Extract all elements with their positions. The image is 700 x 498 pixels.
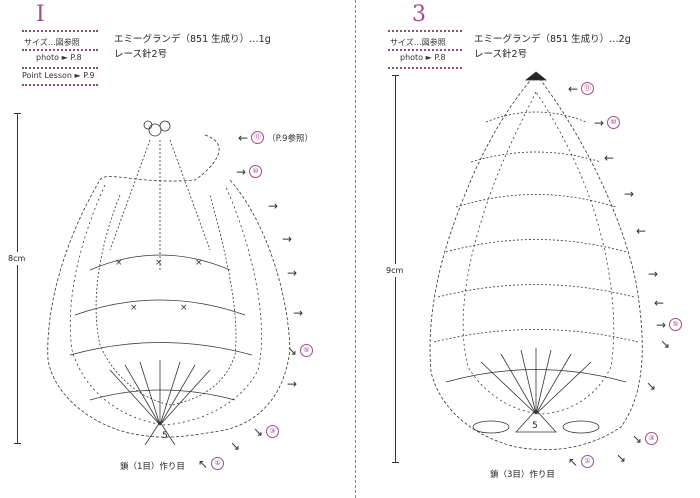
row-number: ①	[211, 457, 225, 470]
arrow-left-icon: ←	[238, 130, 249, 145]
crochet-chart-left: × × × × × 5	[47, 120, 291, 446]
row-note: （P.9参照）	[267, 133, 313, 144]
row-number: ⑤	[300, 344, 314, 357]
row-number: ⑤	[669, 318, 683, 331]
dimension-cap	[392, 462, 399, 463]
arrow-right-icon: ↘	[230, 439, 241, 453]
pattern-panel-left: I サイズ…図参照 photo ► P.8 Point Lesson ► P.9…	[8, 2, 314, 472]
hook-line: レース針2号	[114, 49, 168, 60]
row-marker-11: ← ⑪	[568, 81, 595, 96]
pattern-number: I	[36, 2, 45, 27]
arrow-right-icon: →	[624, 187, 635, 201]
arrow-up-icon: ↖	[198, 456, 209, 471]
row-number: ⑪	[581, 82, 595, 95]
arrow-left-icon: ←	[604, 151, 615, 165]
dotted-rule	[388, 49, 462, 51]
row-number: ③	[645, 432, 659, 445]
start-label: 鎖（3目）作り目	[490, 470, 555, 480]
row-marker-11: ← ⑪ （P.9参照）	[238, 131, 313, 144]
dotted-rule	[22, 84, 98, 86]
arrow-left-icon: ←	[568, 81, 579, 96]
row-marker-10: → ⑩	[594, 115, 621, 130]
row-number: ⑩	[249, 165, 263, 178]
pointer-arrow-icon: ►	[425, 53, 432, 62]
arrow-left-icon: ←	[636, 224, 647, 238]
arrow-right-icon: →	[282, 232, 293, 246]
photo-page: P.8	[70, 53, 82, 62]
arrow-down-right-icon: ↘	[287, 343, 298, 358]
dimension-cap	[14, 443, 21, 444]
row-marker-1: ↖ ①	[568, 454, 595, 469]
svg-text:×: ×	[155, 258, 163, 268]
dotted-rule	[388, 30, 462, 32]
svg-text:×: ×	[130, 303, 138, 313]
pattern-panel-right: 3 サイズ…図参照 photo ► P.8 エミーグランデ（851 生成り）…2…	[356, 0, 700, 498]
center-count: 5	[162, 431, 168, 441]
dotted-rule	[22, 67, 98, 69]
yarn-line: エミーグランデ（851 生成り）…1g	[114, 34, 271, 45]
svg-text:×: ×	[180, 303, 188, 313]
row-number: ①	[581, 455, 595, 468]
size-label: サイズ…図参照	[24, 38, 80, 47]
size-label: サイズ…図参照	[390, 38, 446, 47]
arrow-down-right-icon: ↘	[660, 337, 671, 351]
dimension-line	[17, 113, 18, 443]
photo-label: photo	[36, 53, 60, 62]
photo-ref: photo ► P.8	[400, 53, 446, 62]
row-marker-1: ↖ ①	[198, 456, 225, 471]
arrow-right-icon: →	[287, 377, 298, 391]
row-marker-3: ↘ ③	[632, 431, 659, 446]
photo-label: photo	[400, 53, 424, 62]
dotted-rule	[388, 67, 462, 69]
center-count: 5	[532, 421, 538, 431]
arrow-down-right-icon: ↘	[646, 379, 657, 393]
row-marker-5: → ⑤	[656, 317, 683, 332]
yarn-line: エミーグランデ（851 生成り）…2g	[474, 34, 631, 45]
row-number: ⑪	[251, 131, 265, 144]
pattern-number: 3	[412, 2, 426, 27]
page-divider	[355, 0, 356, 498]
arrow-up-icon: ↖	[568, 454, 579, 469]
arrow-down-right-icon: ↘	[253, 424, 264, 439]
arrow-down-right-icon: ↘	[632, 431, 643, 446]
row-number: ③	[266, 425, 280, 438]
arrow-right-icon: →	[656, 317, 667, 332]
start-label: 鎖（1目）作り目	[120, 462, 185, 472]
crochet-chart-right: 5	[429, 71, 643, 451]
arrow-right-icon: →	[287, 266, 298, 280]
pointer-arrow-icon: ►	[74, 71, 81, 80]
hook-line: レース針2号	[474, 49, 528, 60]
row-marker-5: ↘ ⑤	[287, 343, 314, 358]
photo-page: P.8	[434, 53, 446, 62]
arrow-right-icon: ↘	[616, 451, 627, 465]
lesson-page: P.9	[83, 71, 95, 80]
height-label: 8cm	[8, 252, 26, 265]
row-marker-10: → ⑩	[236, 164, 263, 179]
arrow-right-icon: →	[268, 199, 279, 213]
arrow-right-icon: →	[594, 115, 605, 130]
lesson-ref: Point Lesson ► P.9	[22, 71, 94, 80]
dotted-rule	[22, 49, 98, 51]
photo-ref: photo ► P.8	[36, 53, 82, 62]
svg-text:×: ×	[115, 258, 123, 268]
svg-text:×: ×	[195, 258, 203, 268]
dotted-rule	[22, 30, 98, 32]
arrow-right-icon: →	[648, 267, 659, 281]
row-number: ⑩	[607, 116, 621, 129]
arrow-left-icon: ←	[654, 296, 665, 310]
lesson-label: Point Lesson	[22, 71, 72, 80]
height-label: 9cm	[386, 264, 404, 277]
arrow-right-icon: →	[236, 164, 247, 179]
arrow-right-icon: →	[293, 306, 304, 320]
row-marker-3: ↘ ③	[253, 424, 280, 439]
pointer-arrow-icon: ►	[61, 53, 68, 62]
